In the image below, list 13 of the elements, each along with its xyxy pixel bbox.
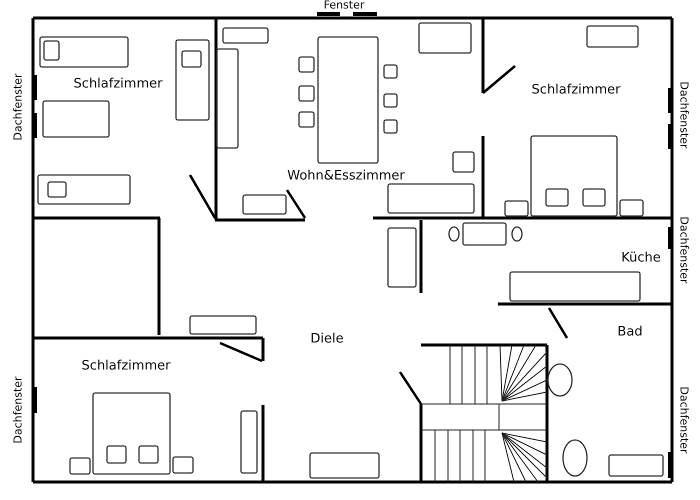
- room-label: Wohn&Esszimmer: [287, 168, 405, 184]
- room-label: Bad: [617, 324, 643, 340]
- window-label: Dachfenster: [678, 81, 690, 149]
- room-label: Schlafzimmer: [74, 76, 162, 92]
- window-label: Dachfenster: [12, 73, 24, 141]
- room-label: Schlafzimmer: [82, 358, 170, 374]
- room-label: Diele: [310, 332, 344, 346]
- window-label: Dachfenster: [678, 216, 690, 284]
- window-label: Dachfenster: [12, 376, 24, 444]
- window-label: Fenster: [324, 0, 364, 12]
- room-label: Küche: [621, 250, 661, 266]
- room-label: Schlafzimmer: [532, 82, 620, 98]
- window-label: Dachfenster: [678, 386, 690, 454]
